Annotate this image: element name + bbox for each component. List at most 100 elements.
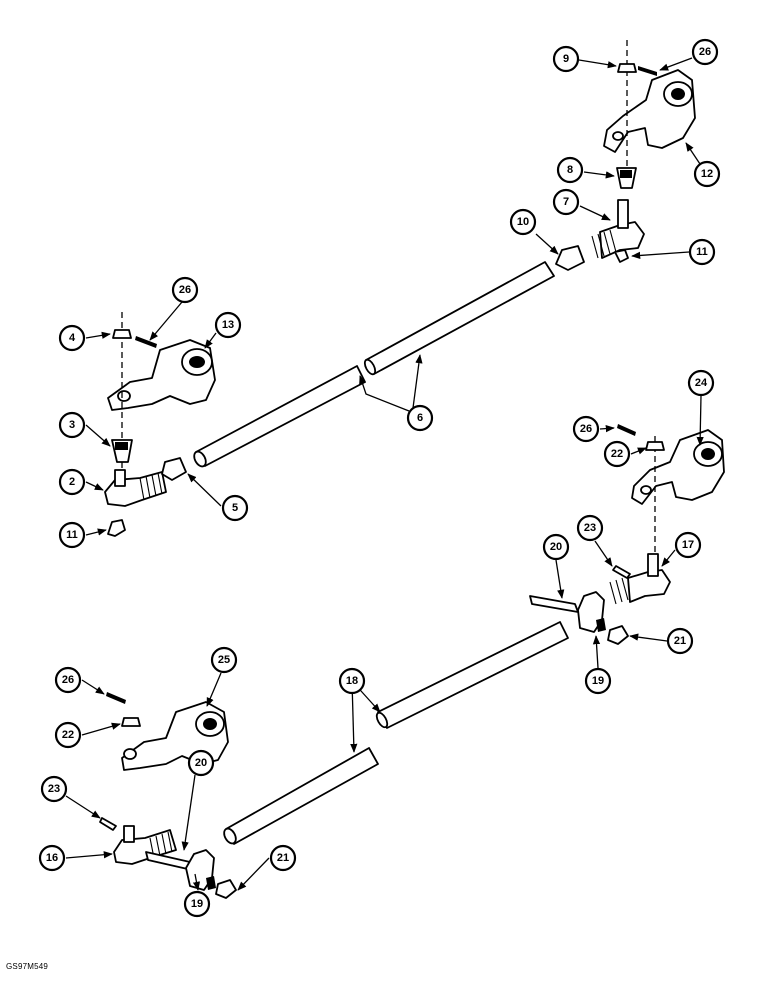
callout-label: 17 [682, 539, 694, 551]
castle-nut-4 [112, 329, 132, 339]
callout: 18 [338, 667, 366, 695]
callout-label: 18 [346, 675, 358, 687]
callout-label: 11 [66, 529, 78, 541]
callout-label: 19 [592, 675, 604, 687]
callout: 9 [552, 45, 580, 73]
lower-tie-rod-tube-right [375, 621, 569, 729]
tie-rod-end-7 [591, 199, 645, 259]
callout: 7 [552, 188, 580, 216]
callout-label: 11 [696, 246, 708, 258]
callout: 22 [54, 721, 82, 749]
callout: 2 [58, 468, 86, 496]
callout-label: 26 [580, 423, 592, 435]
castle-nut-22-left [121, 717, 141, 727]
callout: 5 [221, 494, 249, 522]
callout-label: 20 [195, 757, 207, 769]
clamp-nut-21-right [607, 625, 629, 645]
callout-label: 12 [701, 168, 713, 180]
grease-fitting-11-left [107, 519, 126, 537]
callout: 4 [58, 324, 86, 352]
callout: 21 [666, 627, 694, 655]
cotter-pin-26-top [638, 66, 657, 76]
upper-tie-rod-tube-right [363, 261, 555, 376]
callout: 3 [58, 411, 86, 439]
callout: 22 [603, 440, 631, 468]
leader-lines [65, 57, 704, 891]
callout: 26 [54, 666, 82, 694]
callout: 24 [687, 369, 715, 397]
callout-label: 20 [550, 541, 562, 553]
callout: 11 [688, 238, 716, 266]
callout-label: 10 [517, 216, 529, 228]
cone-bushing-8-top [620, 170, 632, 178]
callout: 21 [269, 844, 297, 872]
cotter-pin-26-left [135, 336, 157, 348]
callout: 20 [542, 533, 570, 561]
callout-label: 25 [218, 654, 230, 666]
callout-label: 23 [48, 783, 60, 795]
callout: 16 [38, 844, 66, 872]
callout: 19 [183, 890, 211, 918]
steering-arm-24 [631, 429, 725, 505]
callout: 10 [509, 208, 537, 236]
callout: 26 [572, 415, 600, 443]
upper-tie-rod-tube-left [193, 365, 366, 468]
cotter-pin-26-bottom [106, 692, 126, 704]
lower-tie-rod-tube-left [223, 747, 379, 845]
cone-bushing-3-top [115, 442, 128, 450]
jam-nut-5 [161, 457, 187, 481]
figure-code: GS97M549 [6, 962, 49, 971]
clamp-19-left [185, 849, 216, 891]
castle-nut-9 [617, 63, 637, 73]
clamp-bolt-20-left [145, 851, 193, 871]
callout: 13 [214, 311, 242, 339]
callout-label: 7 [563, 196, 569, 208]
callout: 23 [40, 775, 68, 803]
callout: 23 [576, 514, 604, 542]
clamp-bolt-20-right [529, 595, 579, 613]
callout-label: 23 [584, 522, 596, 534]
callout-label: 3 [69, 419, 75, 431]
tie-rod-end-17 [609, 553, 671, 605]
tie-rod-end-2 [104, 469, 167, 507]
clamp-nut-21-left [215, 879, 237, 899]
callout-label: 2 [69, 476, 75, 488]
callout-label: 4 [69, 332, 76, 344]
grease-fitting-11-top [614, 249, 629, 263]
callout-label: 8 [567, 164, 573, 176]
callout-label: 21 [674, 635, 686, 647]
grease-fitting-23-left [99, 817, 117, 831]
callout-label: 26 [179, 284, 191, 296]
callout-label: 13 [222, 319, 234, 331]
grease-fitting-23-right [612, 565, 631, 579]
tie-rod-end-16 [113, 825, 177, 865]
callout: 8 [556, 156, 584, 184]
callout-label: 22 [611, 448, 623, 460]
callout: 17 [674, 531, 702, 559]
castle-nut-22-right [645, 441, 665, 451]
steering-arm-13 [107, 339, 216, 411]
callout-label: 9 [563, 53, 569, 65]
callout-label: 6 [417, 412, 423, 424]
callout-label: 19 [191, 898, 203, 910]
callout-label: 16 [46, 852, 58, 864]
callout-label: 26 [699, 46, 711, 58]
callout: 19 [584, 667, 612, 695]
callout: 20 [187, 749, 215, 777]
callout-label: 21 [277, 852, 289, 864]
callout: 26 [171, 276, 199, 304]
callout: 25 [210, 646, 238, 674]
callout-label: 26 [62, 674, 74, 686]
callout-label: 22 [62, 729, 74, 741]
callout: 6 [406, 404, 434, 432]
jam-nut-10 [555, 245, 585, 271]
callout: 26 [691, 38, 719, 66]
callout: 11 [58, 521, 86, 549]
callout: 12 [693, 160, 721, 188]
callout-label: 5 [232, 502, 238, 514]
steering-arm-12 [603, 69, 696, 153]
callout-label: 24 [695, 377, 708, 389]
cotter-pin-26-right [617, 424, 636, 436]
clamp-19-right [577, 591, 606, 633]
